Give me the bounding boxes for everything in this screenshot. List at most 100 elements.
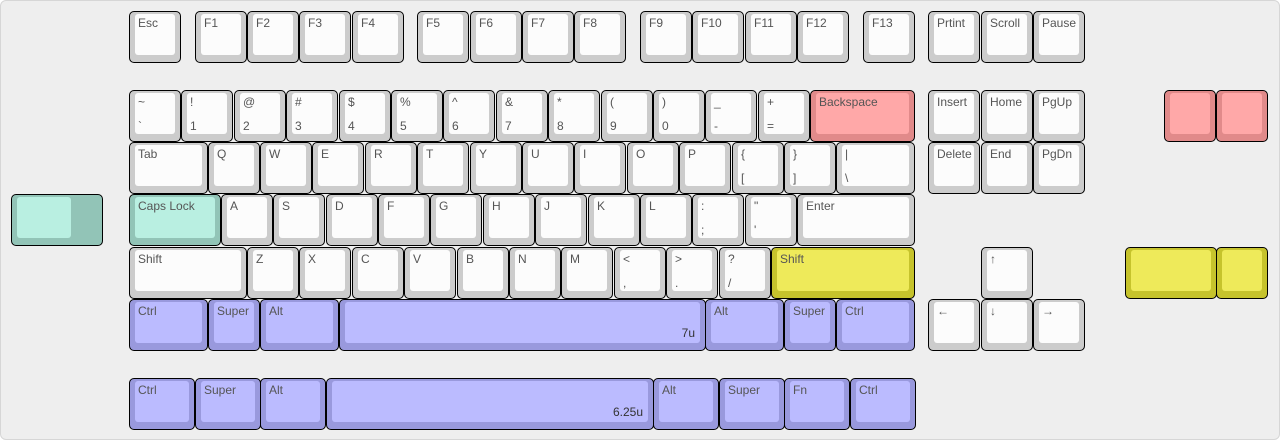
key-symbol-0[interactable]: )0 xyxy=(653,90,705,142)
key-alt[interactable]: Alt xyxy=(260,299,339,351)
key-fn[interactable]: Fn xyxy=(784,378,850,430)
key-a[interactable]: A xyxy=(221,194,273,246)
key-super[interactable]: Super xyxy=(208,299,260,351)
key-ctrl[interactable]: Ctrl xyxy=(129,299,208,351)
key-f12[interactable]: F12 xyxy=(797,11,849,63)
key-z[interactable]: Z xyxy=(247,247,299,299)
key-shift[interactable]: Shift xyxy=(129,247,247,299)
key-super[interactable]: Super xyxy=(719,378,785,430)
key-f11[interactable]: F11 xyxy=(745,11,797,63)
key-symbol-9[interactable]: (9 xyxy=(601,90,653,142)
key-pause[interactable]: Pause xyxy=(1033,11,1085,63)
key-symbol-symbol[interactable]: ~` xyxy=(129,90,181,142)
key-blank[interactable] xyxy=(1164,90,1216,142)
key-backspace[interactable]: Backspace xyxy=(810,90,915,142)
key-symbol-5[interactable]: %5 xyxy=(391,90,443,142)
key-symbol-symbol[interactable]: += xyxy=(758,90,810,142)
key-y[interactable]: Y xyxy=(470,142,522,194)
key-f9[interactable]: F9 xyxy=(640,11,692,63)
key-home[interactable]: Home xyxy=(981,90,1033,142)
key-m[interactable]: M xyxy=(561,247,613,299)
key-symbol-2[interactable]: @2 xyxy=(234,90,286,142)
key-i[interactable]: I xyxy=(574,142,626,194)
key-q[interactable]: Q xyxy=(208,142,260,194)
key-alt[interactable]: Alt xyxy=(260,378,326,430)
key-f2[interactable]: F2 xyxy=(247,11,299,63)
key-symbol-7[interactable]: &7 xyxy=(496,90,548,142)
key-symbol-symbol[interactable]: ?/ xyxy=(719,247,771,299)
key-caps-lock[interactable]: Caps Lock xyxy=(129,194,221,246)
key-g[interactable]: G xyxy=(430,194,482,246)
key-symbol-symbol[interactable]: |\ xyxy=(836,142,915,194)
key-ctrl[interactable]: Ctrl xyxy=(850,378,916,430)
key-f13[interactable]: F13 xyxy=(863,11,915,63)
key-u[interactable]: U xyxy=(522,142,574,194)
key-symbol-4[interactable]: $4 xyxy=(339,90,391,142)
key-blank[interactable]: 7u xyxy=(339,299,706,351)
key-b[interactable]: B xyxy=(457,247,509,299)
key-blank[interactable] xyxy=(1216,247,1268,299)
key-symbol[interactable]: ↓ xyxy=(981,299,1033,351)
key-t[interactable]: T xyxy=(417,142,469,194)
key-scroll[interactable]: Scroll xyxy=(981,11,1033,63)
key-c[interactable]: C xyxy=(352,247,404,299)
key-k[interactable]: K xyxy=(588,194,640,246)
key-f4[interactable]: F4 xyxy=(352,11,404,63)
key-d[interactable]: D xyxy=(326,194,378,246)
key-super[interactable]: Super xyxy=(784,299,836,351)
key-v[interactable]: V xyxy=(404,247,456,299)
key-e[interactable]: E xyxy=(312,142,364,194)
key-h[interactable]: H xyxy=(483,194,535,246)
key-r[interactable]: R xyxy=(365,142,417,194)
key-s[interactable]: S xyxy=(273,194,325,246)
key-symbol-symbol[interactable]: >. xyxy=(666,247,718,299)
key-x[interactable]: X xyxy=(299,247,351,299)
key-f8[interactable]: F8 xyxy=(574,11,626,63)
key-symbol-symbol[interactable]: {[ xyxy=(732,142,784,194)
key-alt[interactable]: Alt xyxy=(705,299,784,351)
key-symbol-1[interactable]: !1 xyxy=(181,90,233,142)
key-insert[interactable]: Insert xyxy=(928,90,980,142)
key-symbol[interactable]: → xyxy=(1033,299,1085,351)
key-n[interactable]: N xyxy=(509,247,561,299)
key-pgup[interactable]: PgUp xyxy=(1033,90,1085,142)
key-f6[interactable]: F6 xyxy=(470,11,522,63)
key-ctrl[interactable]: Ctrl xyxy=(836,299,915,351)
key-blank[interactable] xyxy=(1125,247,1217,299)
key-f3[interactable]: F3 xyxy=(299,11,351,63)
key-o[interactable]: O xyxy=(627,142,679,194)
key-delete[interactable]: Delete xyxy=(928,142,980,194)
key-w[interactable]: W xyxy=(260,142,312,194)
key-symbol-symbol[interactable]: }] xyxy=(784,142,836,194)
key-blank[interactable]: 6.25u xyxy=(326,378,654,430)
key-symbol-6[interactable]: ^6 xyxy=(443,90,495,142)
key-alt[interactable]: Alt xyxy=(653,378,719,430)
key-super[interactable]: Super xyxy=(195,378,261,430)
key-j[interactable]: J xyxy=(535,194,587,246)
key-end[interactable]: End xyxy=(981,142,1033,194)
key-pgdn[interactable]: PgDn xyxy=(1033,142,1085,194)
key-enter[interactable]: Enter xyxy=(797,194,915,246)
key-f1[interactable]: F1 xyxy=(195,11,247,63)
key-symbol[interactable]: ↑ xyxy=(981,247,1033,299)
key-symbol-8[interactable]: *8 xyxy=(548,90,600,142)
key-prtint[interactable]: Prtint xyxy=(928,11,980,63)
key-blank[interactable] xyxy=(11,194,103,246)
key-symbol[interactable]: ← xyxy=(928,299,980,351)
key-shift[interactable]: Shift xyxy=(771,247,915,299)
key-f5[interactable]: F5 xyxy=(417,11,469,63)
key-l[interactable]: L xyxy=(640,194,692,246)
key-tab[interactable]: Tab xyxy=(129,142,208,194)
key-symbol-symbol[interactable]: "' xyxy=(745,194,797,246)
key-p[interactable]: P xyxy=(679,142,731,194)
key-symbol-3[interactable]: #3 xyxy=(286,90,338,142)
key-f[interactable]: F xyxy=(378,194,430,246)
key-symbol-symbol[interactable]: :; xyxy=(692,194,744,246)
key-f10[interactable]: F10 xyxy=(692,11,744,63)
key-symbol-symbol[interactable]: _- xyxy=(705,90,757,142)
key-f7[interactable]: F7 xyxy=(522,11,574,63)
key-blank[interactable] xyxy=(1216,90,1268,142)
key-esc[interactable]: Esc xyxy=(129,11,181,63)
key-ctrl[interactable]: Ctrl xyxy=(129,378,195,430)
key-symbol-symbol[interactable]: <, xyxy=(614,247,666,299)
